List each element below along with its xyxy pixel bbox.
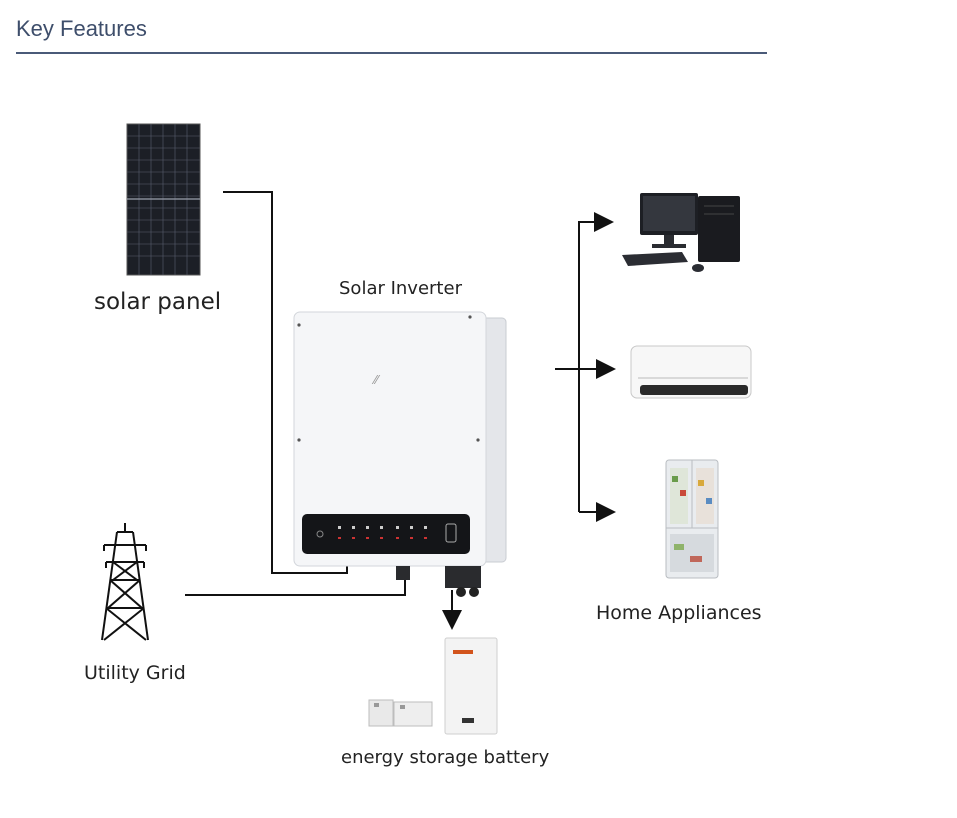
refrigerator-icon: [665, 459, 719, 579]
home-appliances-label: Home Appliances: [596, 602, 762, 624]
solar-panel-label: solar panel: [94, 289, 221, 315]
connection-lines: [185, 191, 616, 630]
solar-inverter-icon: ⁄⁄: [293, 311, 507, 597]
svg-text:⁄⁄: ⁄⁄: [371, 373, 381, 387]
utility-grid-label: Utility Grid: [84, 662, 186, 684]
air-conditioner-icon: [630, 345, 752, 399]
section-divider: [16, 52, 767, 54]
battery-icon: [368, 637, 498, 735]
inverter-label: Solar Inverter: [339, 278, 463, 299]
computer-icon: [622, 193, 740, 272]
utility-grid-tower-icon: [101, 523, 149, 641]
section-title: Key Features: [16, 16, 147, 41]
battery-label: energy storage battery: [341, 747, 550, 768]
solar-panel-icon: [126, 123, 201, 276]
